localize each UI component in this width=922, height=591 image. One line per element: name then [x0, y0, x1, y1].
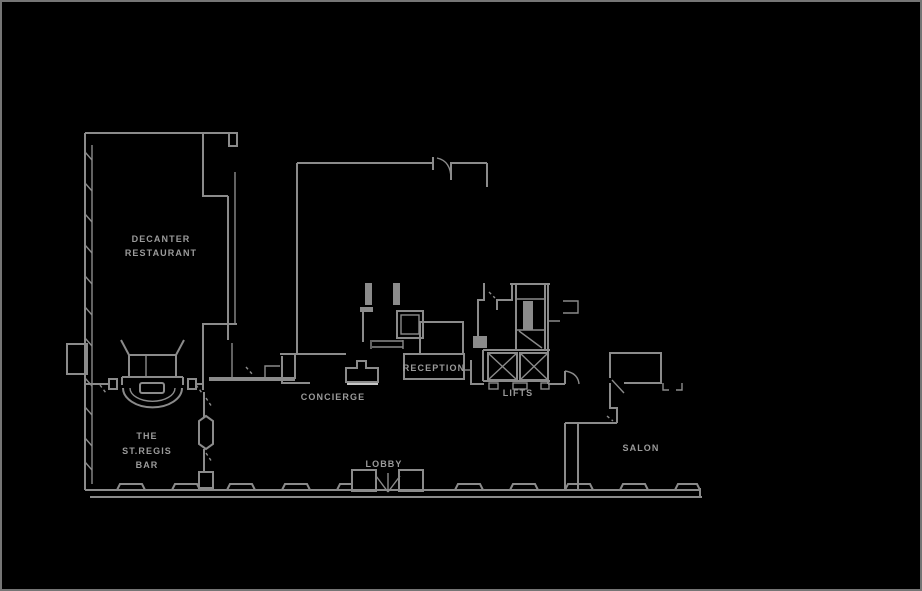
room-label-bar-line3: BAR — [135, 460, 159, 470]
lift-shafts — [482, 349, 550, 390]
lift-x-icon — [519, 352, 549, 381]
main-entrance — [351, 469, 424, 493]
bar-counter — [85, 339, 203, 409]
salon-walls — [548, 352, 683, 489]
room-label-restaurant-line2: RESTAURANT — [124, 248, 198, 258]
room-label-concierge: CONCIERGE — [300, 392, 366, 402]
revolving-door-icon — [375, 473, 401, 493]
concierge-desk — [345, 360, 379, 385]
bar-partition-wall — [198, 392, 214, 489]
vestibule-walls — [360, 283, 424, 349]
lift-x-icon — [487, 352, 518, 381]
lobby-walls — [296, 157, 488, 353]
room-label-lifts: LIFTS — [502, 388, 534, 398]
window-mullion-ticks — [84, 151, 93, 471]
reception-desk — [403, 321, 472, 380]
room-label-restaurant-line1: DECANTER — [131, 234, 191, 244]
corridor-walls — [209, 353, 346, 384]
room-label-bar-line2: ST.REGIS — [122, 446, 172, 456]
door-arc-icon — [564, 370, 580, 385]
room-label-reception: RECEPTION — [402, 363, 466, 373]
outer-walls — [66, 133, 702, 498]
room-label-salon: SALON — [622, 443, 660, 453]
room-label-bar-line1: THE — [136, 431, 158, 441]
room-label-lobby: LOBBY — [365, 459, 403, 469]
staircase — [470, 283, 579, 385]
restaurant-walls — [85, 132, 238, 390]
